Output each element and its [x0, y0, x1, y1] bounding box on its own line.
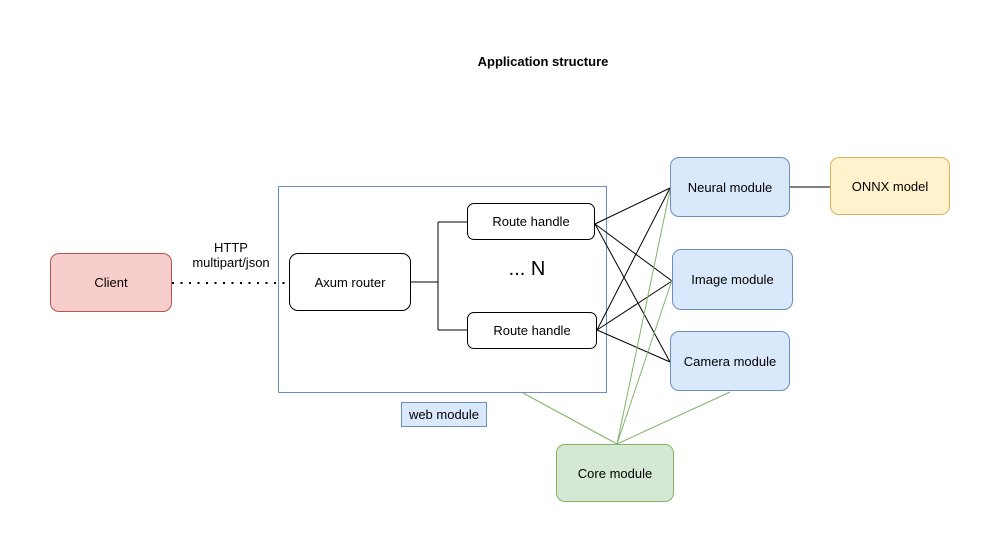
node-core-module: Core module: [556, 444, 674, 502]
edge-core-neural: [616, 189, 671, 445]
node-onnx-model: ONNX model: [830, 157, 950, 215]
diagram-title: Application structure: [477, 54, 609, 69]
edge-axum-routehandles-connector: [411, 221, 467, 331]
node-route-handle-top: Route handle: [467, 203, 595, 240]
http-edge-label-line2: multipart/json: [192, 255, 270, 270]
node-client: Client: [50, 253, 172, 312]
edge-routetop-camera: [594, 223, 671, 363]
route-handle-ellipsis: ... N: [508, 258, 546, 280]
http-edge-label-line1: HTTP: [214, 240, 248, 255]
edge-routetop-neural: [594, 187, 671, 225]
web-module-container: [278, 186, 607, 393]
node-axum-router: Axum router: [289, 253, 411, 311]
http-edge-label: HTTP multipart/json: [171, 240, 291, 270]
node-route-handle-bottom: Route handle: [467, 312, 597, 349]
node-image-module: Image module: [672, 249, 793, 310]
node-neural-module: Neural module: [670, 157, 790, 217]
web-module-label: web module: [401, 402, 487, 427]
node-camera-module: Camera module: [670, 331, 790, 391]
edge-routebottom-neural: [596, 187, 671, 331]
edge-core-image: [616, 279, 673, 445]
edge-routebottom-image: [596, 280, 673, 331]
edge-routetop-image: [594, 223, 673, 282]
edge-core-camera: [616, 391, 731, 445]
edge-routebottom-camera: [596, 329, 671, 363]
edge-core-webmodule: [522, 392, 618, 445]
